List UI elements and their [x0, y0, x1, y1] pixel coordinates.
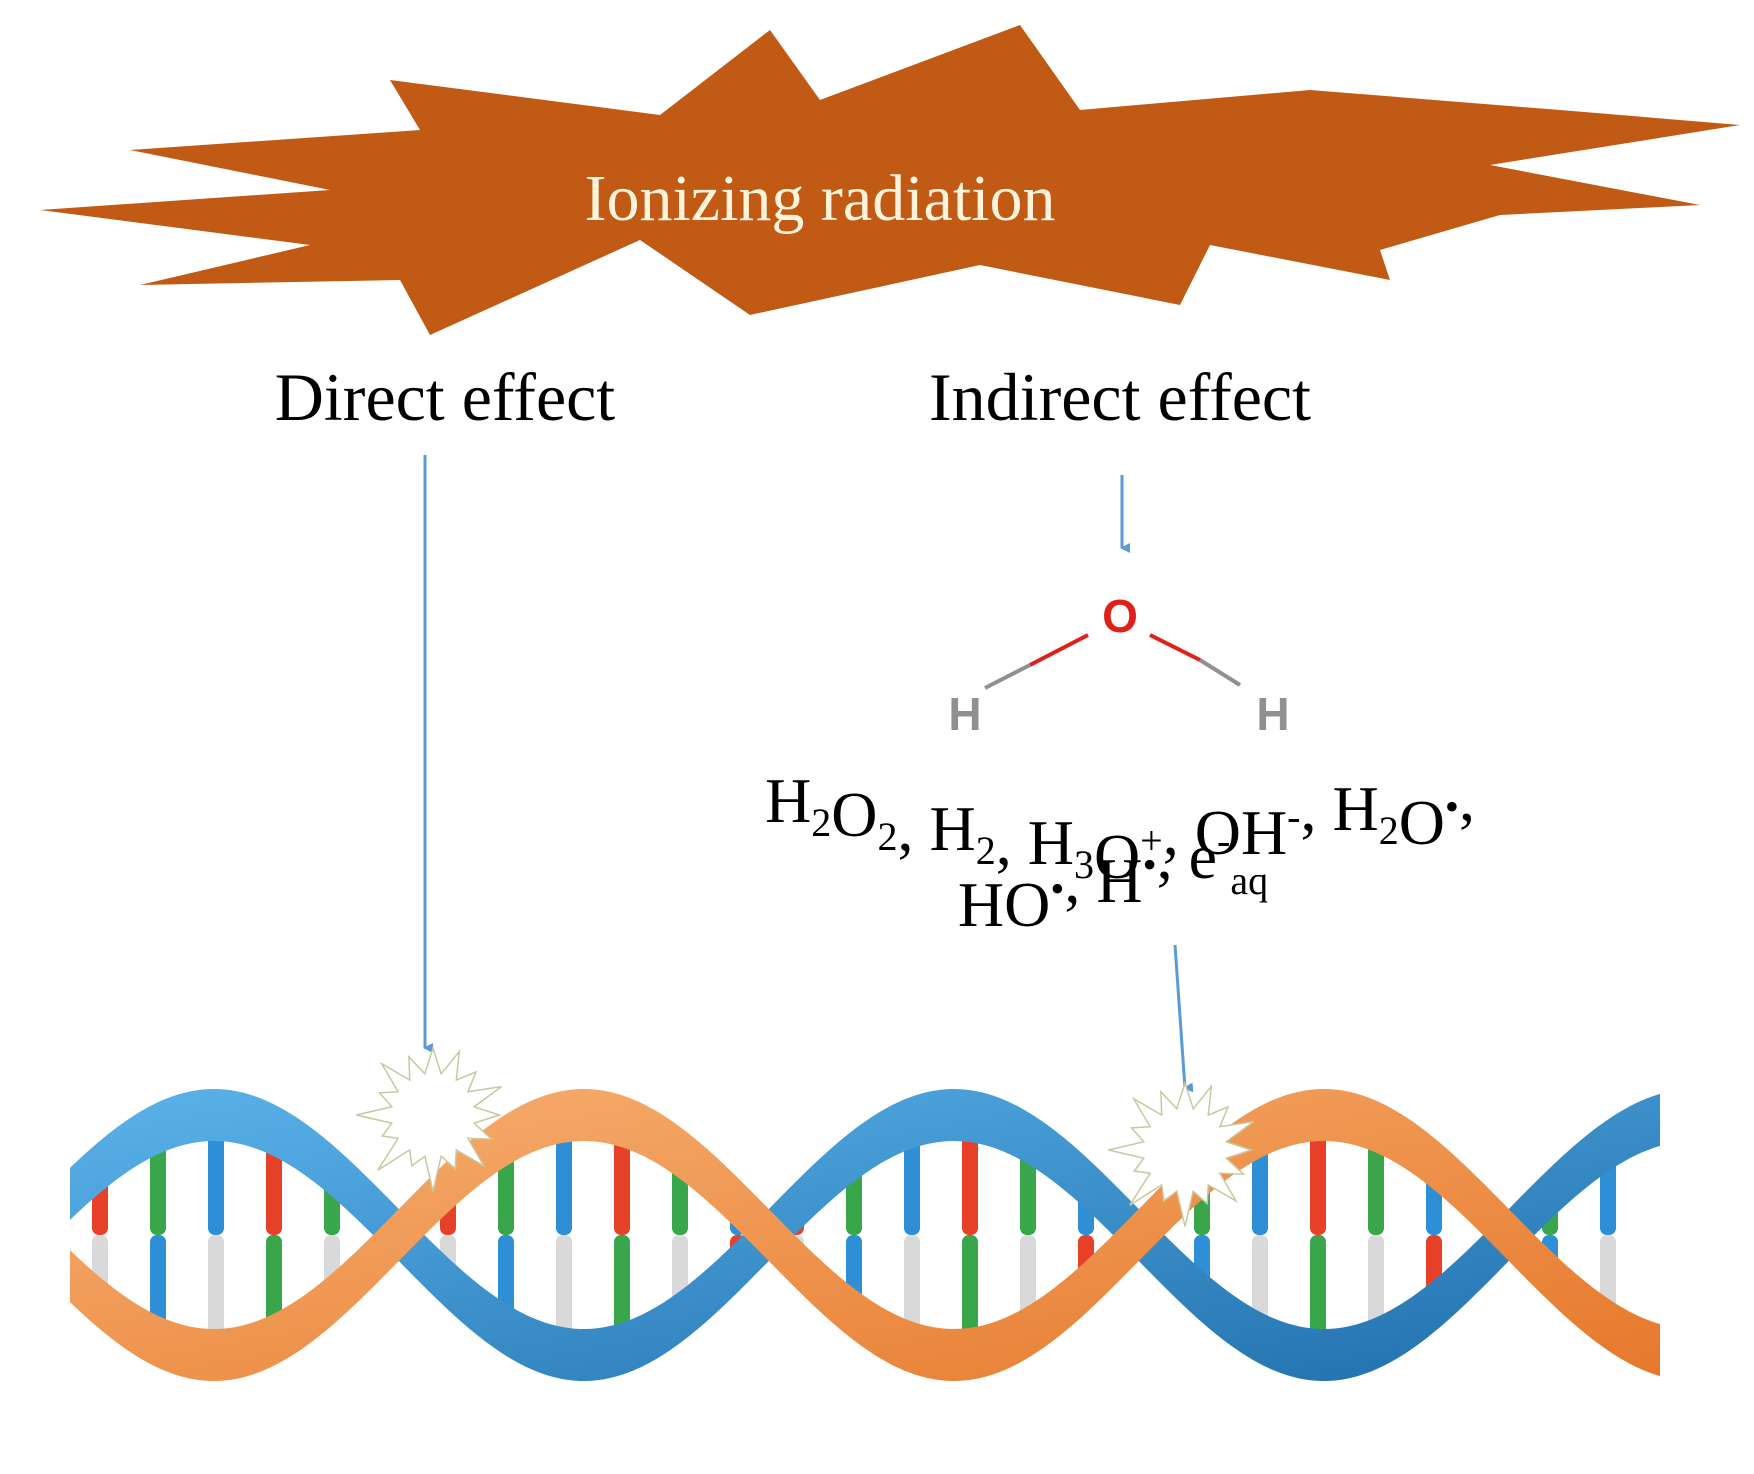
formula-part: O [831, 779, 877, 850]
formula-superscript: - [1287, 794, 1300, 839]
formula-part: , H [898, 793, 976, 864]
hydrogen-atom-right: H [1256, 688, 1289, 740]
base-pair-half [556, 1116, 572, 1235]
formula-subscript: 2 [811, 800, 831, 845]
formula-superscript: • [1050, 866, 1064, 911]
base-pair-half [962, 1235, 978, 1354]
formula-part: , H [996, 807, 1074, 878]
formula-part: , H [1064, 845, 1142, 916]
radiation-starburst [40, 25, 1740, 335]
base-pair-half [614, 1235, 630, 1349]
formula-part: O [1094, 821, 1140, 892]
formula-part: , e [1157, 821, 1217, 892]
formula-subscript: 3 [1074, 842, 1094, 887]
oh-bond-right-gray [1198, 658, 1242, 687]
formula-subscript: 2 [878, 814, 898, 859]
formula-superscript: • [1143, 842, 1157, 887]
formula-subscript: aq [1230, 858, 1268, 903]
formula-part: O [1399, 787, 1445, 858]
formula-superscript: - [1217, 818, 1230, 863]
water-molecule: O H H [948, 590, 1289, 740]
formula-superscript: + [1140, 818, 1163, 863]
radiolysis-products-line-2: HO•, H•, e-aq [958, 818, 1268, 940]
oh-bond-left-red [1029, 633, 1089, 667]
radiolysis-products-line-1: H2O2, H2, H3O+, OH-, H2O•, [765, 763, 1475, 892]
oxygen-atom: O [1102, 590, 1138, 642]
base-pair-half [556, 1235, 572, 1354]
base-pair-half [904, 1122, 920, 1235]
formula-subscript: 2 [976, 828, 996, 873]
formula-part: , OH [1163, 797, 1287, 868]
base-pair-half [614, 1121, 630, 1235]
products-arrow [1173, 944, 1194, 1093]
base-pair-half [208, 1115, 224, 1235]
oh-bond-left-gray [984, 663, 1031, 690]
radiation-label: Ionizing radiation [584, 162, 1055, 235]
direct-damage-burst [356, 1045, 502, 1192]
indirect-effect-label: Indirect effect [929, 359, 1311, 435]
direct-effect-label: Direct effect [275, 359, 616, 435]
base-pair-half [904, 1235, 920, 1348]
dna-strand-blue [70, 1089, 1660, 1381]
formula-part: , [1459, 763, 1475, 834]
base-pair-half [962, 1116, 978, 1235]
dna-strand-orange [70, 1089, 1660, 1381]
indirect-damage-burst [1108, 1080, 1254, 1227]
oh-bond-right-red [1149, 633, 1201, 662]
formula-part: , H [1300, 773, 1378, 844]
formula-part: HO [958, 869, 1050, 940]
dna-double-helix [70, 1089, 1660, 1381]
hydrogen-atom-left: H [948, 688, 981, 740]
formula-superscript: • [1445, 784, 1459, 829]
base-pair-half [1310, 1235, 1326, 1355]
formula-subscript: 2 [1379, 808, 1399, 853]
formula-part: H [765, 765, 811, 836]
base-pair-half [1310, 1115, 1326, 1235]
base-pair-half [208, 1235, 224, 1355]
